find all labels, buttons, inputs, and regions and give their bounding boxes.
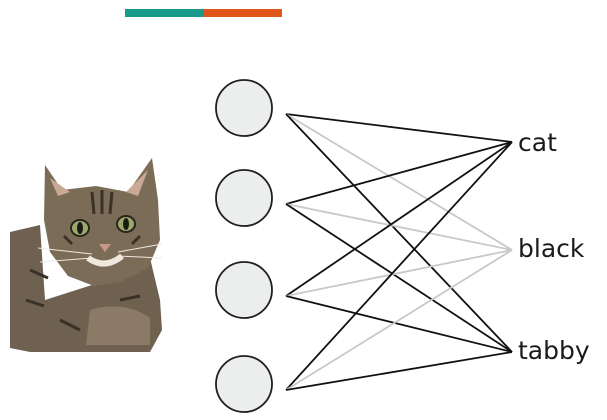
connection-node4-cat	[285, 141, 513, 391]
cat-ear-right	[126, 170, 148, 196]
cat-nose	[99, 244, 111, 252]
cat-pupil-left	[77, 222, 83, 234]
accent-bar-orange	[204, 9, 282, 17]
input-node-1	[215, 79, 273, 137]
connection-node3-black	[285, 249, 513, 297]
accent-bar	[125, 9, 282, 17]
connection-node2-tabby	[285, 203, 513, 353]
label-black: black	[518, 234, 585, 263]
input-node-3	[215, 261, 273, 319]
connection-node2-black	[285, 203, 513, 251]
input-nodes	[215, 79, 273, 413]
connection-node1-black	[285, 113, 513, 251]
accent-bar-teal	[125, 9, 204, 17]
tabby-cat-image	[10, 158, 163, 352]
connection-node3-tabby	[285, 295, 513, 353]
connection-node2-cat	[285, 141, 513, 205]
cat-muzzle	[86, 253, 124, 267]
cat-pupil-right	[123, 218, 129, 230]
connection-node3-cat	[285, 141, 513, 297]
input-node-2	[215, 169, 273, 227]
input-node-4	[215, 355, 273, 413]
cat-paw	[86, 306, 150, 345]
cat-ear-left	[50, 178, 70, 196]
connection-node4-black	[285, 249, 513, 391]
label-tabby: tabby	[518, 336, 590, 365]
connection-node4-tabby	[285, 351, 513, 391]
cat-whiskers	[37, 243, 163, 263]
connection-node1-cat	[285, 113, 513, 143]
connection-node1-tabby	[285, 113, 513, 353]
connections	[285, 113, 513, 391]
label-cat: cat	[518, 128, 557, 157]
